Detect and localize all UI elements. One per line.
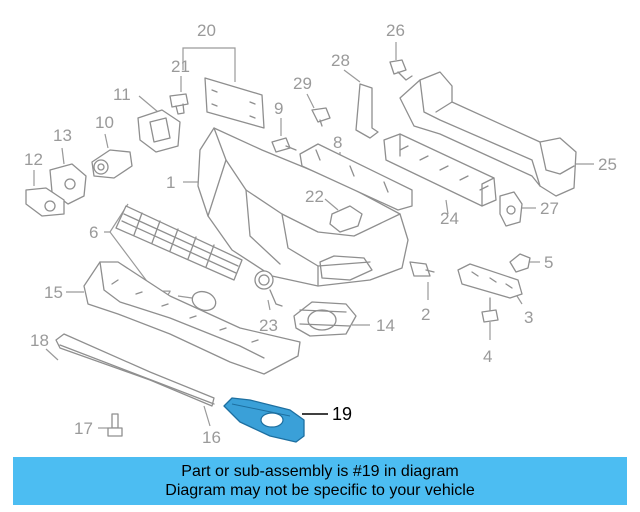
- part-24-energy-absorber: [383, 133, 497, 215]
- callout-12[interactable]: 12: [24, 150, 43, 169]
- part-6-lower-grille: [104, 203, 243, 293]
- callout-10[interactable]: 10: [95, 113, 114, 132]
- callout-2[interactable]: 2: [421, 305, 430, 324]
- callout-14[interactable]: 14: [376, 316, 395, 335]
- part-13-sensor-holder: [49, 147, 87, 205]
- callout-21[interactable]: 21: [171, 57, 190, 76]
- part-4-screw: [481, 297, 499, 340]
- callout-29[interactable]: 29: [293, 74, 312, 93]
- part-10-park-sensor: [91, 133, 133, 179]
- part-26-bolt: [389, 42, 413, 81]
- part-5-clip: [509, 253, 540, 273]
- part-3-side-guide: [457, 263, 523, 305]
- callout-8[interactable]: 8: [333, 133, 342, 152]
- callout-20[interactable]: 20: [197, 21, 216, 40]
- callout-1[interactable]: 1: [166, 173, 175, 192]
- part-25-reinforcement-bar: [399, 71, 594, 197]
- info-line-2: Diagram may not be specific to your vehi…: [165, 482, 475, 499]
- part-2-bolt: [409, 261, 435, 300]
- callout-28[interactable]: 28: [331, 51, 350, 70]
- part-8-upper-mount-bracket: [299, 143, 413, 211]
- part-15-energy-absorber: [66, 261, 301, 375]
- part-14-fog-lamp-grille: [293, 301, 370, 337]
- part-9-screw: [271, 118, 297, 153]
- callout-23[interactable]: 23: [259, 316, 278, 335]
- callout-26[interactable]: 26: [386, 21, 405, 40]
- callout-3[interactable]: 3: [524, 308, 533, 327]
- callout-15[interactable]: 15: [44, 283, 63, 302]
- callout-24[interactable]: 24: [440, 209, 459, 228]
- part-23-fog-ring: [254, 270, 283, 311]
- parts-diagram: 20 21 11 10 13 12: [24, 21, 617, 447]
- callout-17[interactable]: 17: [74, 419, 93, 438]
- part-11-sensor-bracket: [137, 95, 181, 153]
- callout-6[interactable]: 6: [89, 223, 98, 242]
- callout-18[interactable]: 18: [30, 331, 49, 350]
- part-29-clip: [306, 93, 331, 127]
- part-17-screw: [98, 413, 123, 437]
- part-21-clip: [169, 76, 189, 115]
- callout-4[interactable]: 4: [483, 347, 492, 366]
- part-1-bumper-cover: [183, 127, 409, 287]
- callout-19[interactable]: 19: [332, 404, 352, 424]
- part-27-mount-bracket: [499, 191, 536, 227]
- part-16-leader: [203, 405, 211, 427]
- info-line-1: Part or sub-assembly is #19 in diagram: [181, 463, 459, 480]
- info-banner: Part or sub-assembly is #19 in diagram D…: [13, 457, 627, 505]
- callout-27[interactable]: 27: [540, 199, 559, 218]
- part-12-sensor: [25, 170, 65, 217]
- callout-11[interactable]: 11: [113, 85, 131, 104]
- callout-5[interactable]: 5: [544, 253, 553, 272]
- callout-13[interactable]: 13: [53, 126, 72, 145]
- callout-25[interactable]: 25: [598, 155, 617, 174]
- part-19-fog-lamp-trim-highlighted[interactable]: [223, 397, 328, 443]
- part-22-tow-hook-cap: [324, 198, 363, 233]
- part-18-lower-trim: [45, 333, 215, 407]
- callout-22[interactable]: 22: [305, 187, 324, 206]
- part-20-license-plate-bracket: [182, 47, 265, 129]
- callout-16[interactable]: 16: [202, 428, 221, 447]
- callout-9[interactable]: 9: [274, 99, 283, 118]
- part-28-side-bracket: [343, 69, 379, 139]
